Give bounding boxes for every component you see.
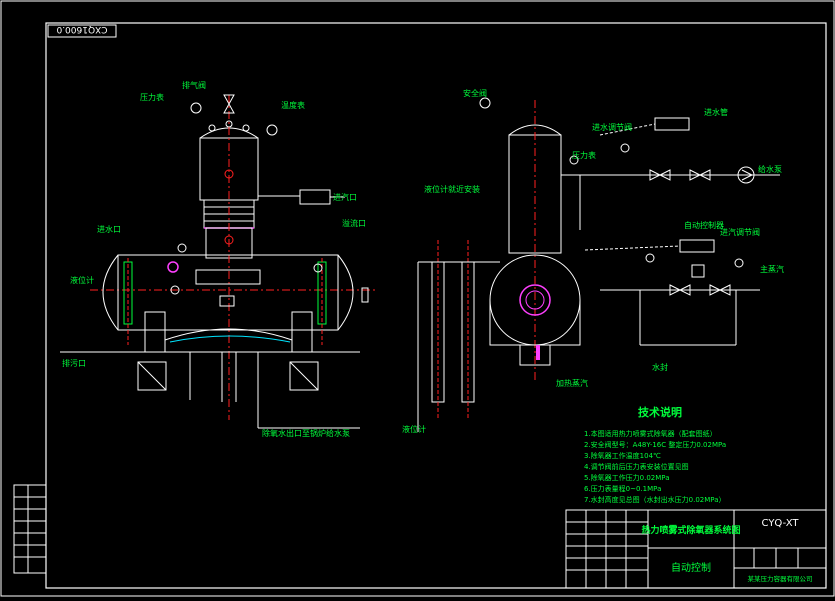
drawing-number-box: CXQ1600.0 (47, 24, 117, 38)
label-heating-steam: 加热蒸汽 (556, 378, 588, 388)
tech-notes-title: 技术说明 (638, 405, 682, 419)
drawing-frame (45, 22, 827, 589)
label-water-inlet-pipe: 进水管 (704, 107, 728, 117)
product-name: 热力喷雾式除氧器系统图 (641, 524, 740, 536)
drawing-code: CYQ-XT (762, 518, 800, 529)
tech-note-5: 5.除氧器工作压力0.02MPa (584, 473, 670, 482)
label-install-note: 液位计就近安装 (424, 184, 480, 194)
label-vent-valve: 排气阀 (182, 80, 206, 90)
tech-note-4: 4.调节阀前后压力表安装位置见图 (584, 462, 689, 471)
tech-note-6: 6.压力表量程0~0.1MPa (584, 484, 661, 493)
label-overflow: 溢流口 (342, 218, 366, 228)
label-level-gauge-left: 液位计 (70, 275, 94, 285)
title-block (565, 509, 827, 589)
tech-note-2: 2.安全阀型号：A48Y-16C 整定压力0.02MPa (584, 440, 726, 449)
label-outlet-to-pump: 除氧水出口至锅炉给水泵 (262, 428, 350, 438)
label-water-seal: 水封 (652, 362, 668, 372)
tech-notes: 技术说明 1.本图适用热力喷雾式除氧器（配套图纸） 2.安全阀型号：A48Y-1… (584, 405, 726, 504)
company-name: 某某压力容器有限公司 (748, 574, 813, 583)
label-safety-valve: 安全阀 (463, 88, 487, 98)
label-main-steam: 主蒸汽 (760, 264, 784, 274)
drawing-number-text: CXQ1600.0 (56, 24, 107, 34)
left-stamp-column (13, 484, 47, 574)
tech-note-1: 1.本图适用热力喷雾式除氧器（配套图纸） (584, 429, 717, 438)
tech-note-3: 3.除氧器工作温度104℃ (584, 451, 661, 460)
label-drain: 排污口 (62, 358, 86, 368)
label-water-regulating-valve: 进水调节阀 (592, 122, 632, 132)
label-feed-pump: 给水泵 (758, 164, 782, 174)
label-water-inlet: 进水口 (97, 224, 121, 234)
label-pressure-gauge-left: 压力表 (140, 92, 164, 102)
left-view-deaerator (60, 94, 375, 429)
right-view-labels: 安全阀 压力表 进水调节阀 进水管 给水泵 进汽调节阀 主蒸汽 水封 液位计就近… (402, 88, 784, 434)
title-block-text: 热力喷雾式除氧器系统图 CYQ-XT 自动控制 某某压力容器有限公司 (641, 518, 812, 583)
tech-note-7: 7.水封高度见总图（水封出水压力0.02MPa） (584, 495, 726, 504)
label-thermometer: 温度表 (281, 100, 305, 110)
control-mode: 自动控制 (671, 561, 711, 574)
left-view-labels: 排气阀 压力表 温度表 进汽口 液位计 进水口 除氧水出口至锅炉给水泵 排污口 … (62, 80, 366, 438)
label-controller: 自动控制器 (684, 220, 724, 230)
label-steam-regulating-valve: 进汽调节阀 (720, 227, 760, 237)
label-level-gauge-right: 液位计 (402, 424, 426, 434)
right-view-deaerator (417, 97, 780, 432)
label-pressure-gauge-right: 压力表 (572, 150, 596, 160)
label-steam-inlet: 进汽口 (333, 192, 357, 202)
